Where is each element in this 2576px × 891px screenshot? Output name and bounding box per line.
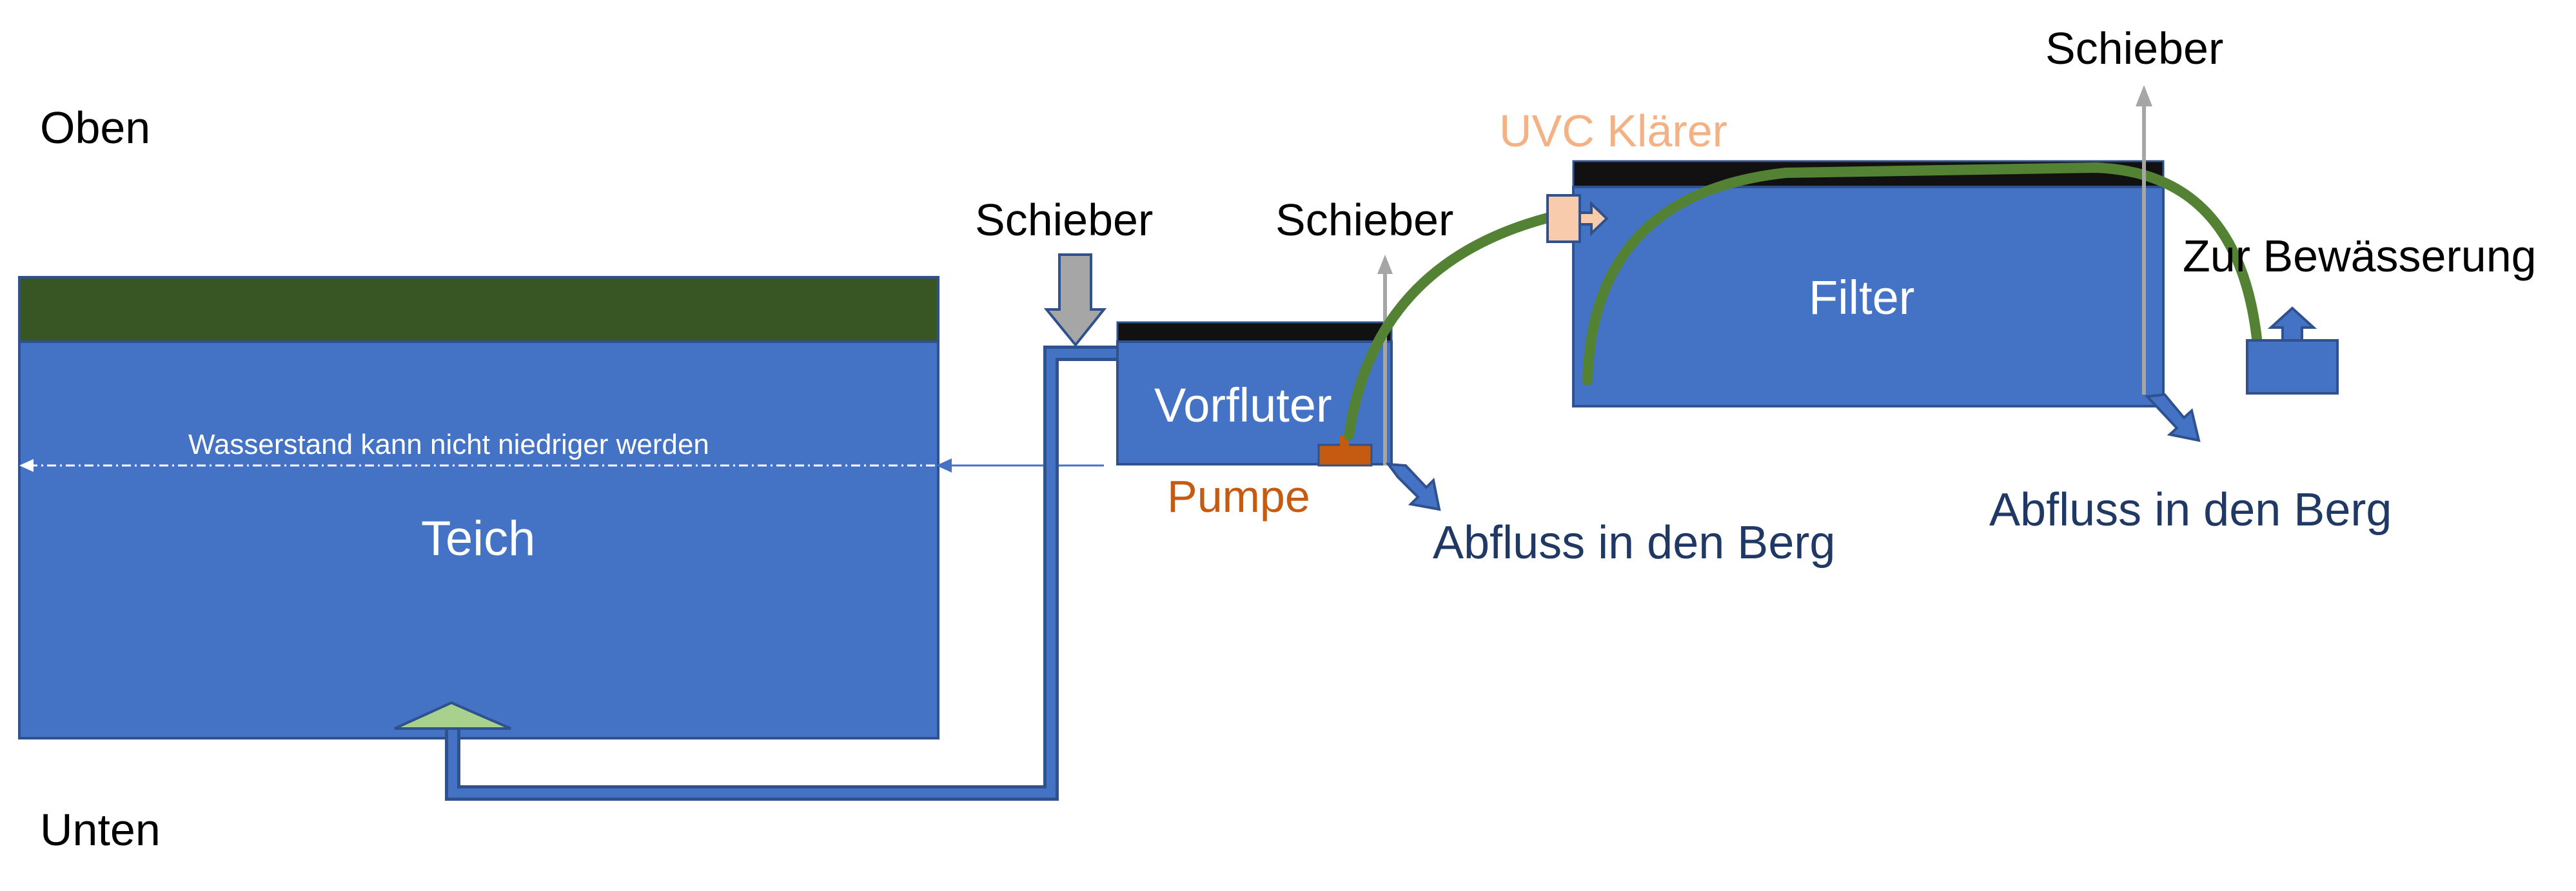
- water-level-arrow-left: [19, 459, 34, 472]
- teich-algae-layer: [18, 276, 939, 343]
- schieber-3-rod-arrow: [2136, 85, 2152, 106]
- abfluss-arrow-1: [1385, 462, 1441, 511]
- pond-inlet-triangle: [394, 701, 511, 730]
- pump: [1317, 444, 1373, 467]
- label-schieber-2: Schieber: [1275, 195, 1454, 245]
- label-abfluss-1: Abfluss in den Berg: [1433, 517, 1836, 569]
- label-zur-bewaesserung: Zur Bewässerung: [2183, 231, 2537, 281]
- vorfluter-lid: [1116, 321, 1393, 343]
- schieber-gate-arrow: [1043, 253, 1107, 348]
- connecting-pipe-inner: [448, 349, 1136, 798]
- teich-basin: [18, 340, 939, 739]
- label-pumpe: Pumpe: [1167, 471, 1310, 522]
- label-oben: Oben: [40, 103, 151, 153]
- hose-pump-to-uvc: [1344, 213, 1553, 440]
- label-teich: Teich: [421, 511, 536, 566]
- water-level-arrow-right: [936, 458, 952, 473]
- hose-uvc-to-filter: [1582, 162, 2262, 386]
- filter-basin: [1572, 186, 2165, 407]
- uvc-outlet-arrow: [1578, 201, 1609, 237]
- bewaesserung-tank: [2246, 339, 2339, 395]
- label-wasserstand: Wasserstand kann nicht niedriger werden: [188, 429, 709, 460]
- abfluss-arrow-2: [2144, 393, 2201, 442]
- label-uvc-klaerer: UVC Klärer: [1499, 106, 1727, 156]
- uvc-klaerer-unit: [1546, 194, 1581, 243]
- bewaesserung-up-arrow: [2267, 306, 2317, 342]
- label-filter: Filter: [1809, 271, 1915, 324]
- schieber-2-rod-arrow: [1377, 255, 1393, 274]
- label-vorfluter: Vorfluter: [1154, 378, 1332, 432]
- label-schieber-3: Schieber: [2045, 23, 2224, 73]
- label-abfluss-2: Abfluss in den Berg: [1989, 484, 2392, 536]
- label-schieber-1: Schieber: [975, 195, 1154, 245]
- label-unten: Unten: [40, 805, 161, 855]
